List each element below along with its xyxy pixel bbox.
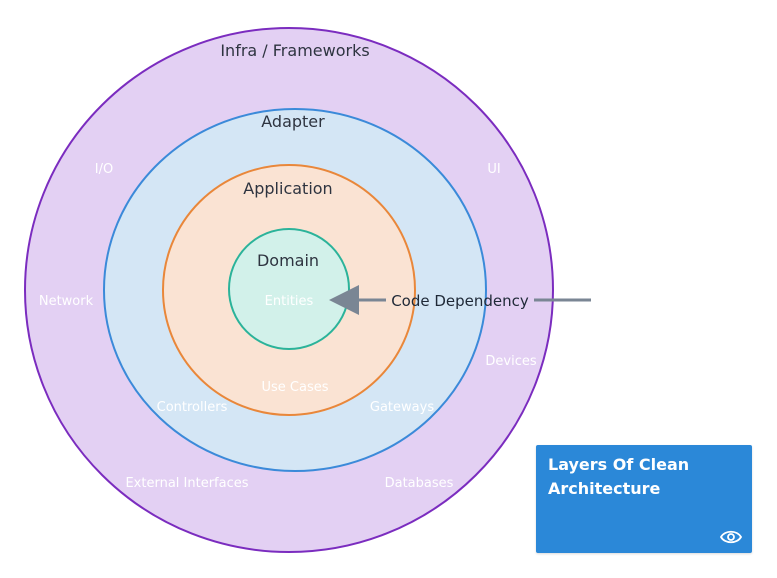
external-interfaces-label: External Interfaces [125, 476, 248, 491]
application-label: Application [243, 179, 332, 198]
use-cases-label: Use Cases [261, 380, 328, 395]
eye-icon[interactable] [720, 529, 742, 545]
info-card[interactable]: Layers Of Clean Architecture [536, 445, 752, 553]
gateways-label: Gateways [370, 400, 434, 415]
adapter-label: Adapter [261, 112, 325, 131]
io-label: I/O [95, 162, 113, 177]
network-label: Network [39, 294, 94, 309]
domain-label: Domain [257, 251, 319, 270]
domain-layer [228, 228, 350, 350]
controllers-label: Controllers [157, 400, 228, 415]
ui-label: UI [487, 162, 500, 177]
databases-label: Databases [385, 476, 454, 491]
code-dependency-label: Code Dependency [391, 292, 529, 310]
entities-label: Entities [265, 294, 314, 309]
infra-frameworks-label: Infra / Frameworks [220, 41, 369, 60]
devices-label: Devices [485, 354, 536, 369]
card-title: Layers Of Clean Architecture [548, 455, 690, 498]
